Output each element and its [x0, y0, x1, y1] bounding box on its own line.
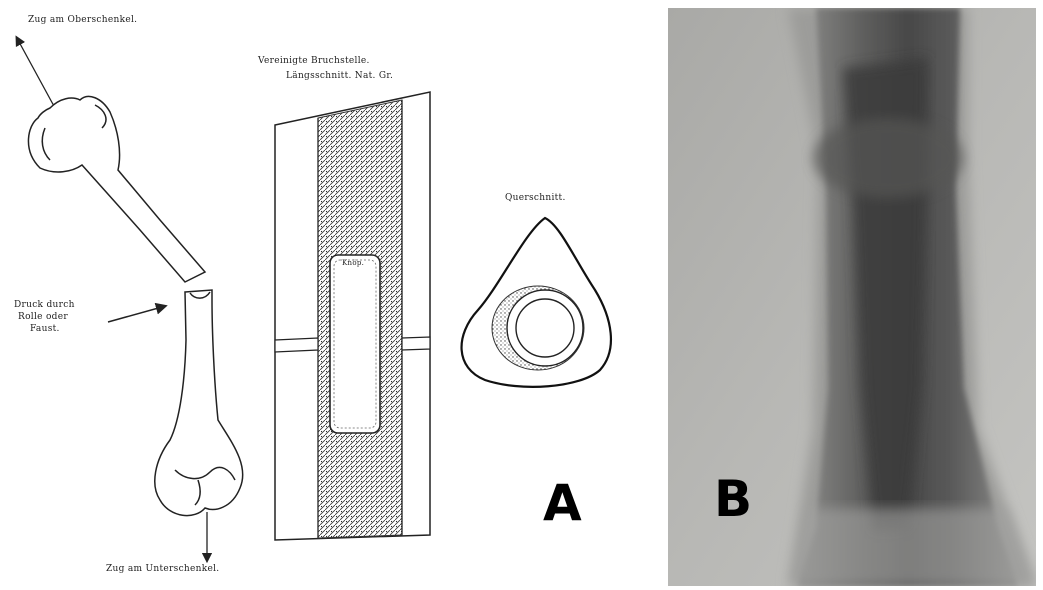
panel-letter-b: B — [714, 474, 752, 524]
panel-letter-a: A — [543, 478, 582, 528]
panel-a-illustration: Zug am Oberschenkel. Druck durch Rolle o… — [0, 0, 660, 590]
caption-united-fracture: Vereinigte Bruchstelle. — [258, 56, 370, 66]
upper-traction-arrow — [18, 40, 55, 108]
caption-upper-traction: Zug am Oberschenkel. — [28, 15, 137, 25]
caption-pressure-line2: Rolle oder — [18, 312, 68, 322]
caption-longitudinal: Längsschnitt. Nat. Gr. — [286, 71, 393, 81]
caption-lower-traction: Zug am Unterschenkel. — [106, 564, 219, 574]
caption-pressure-line1: Druck durch — [14, 300, 75, 310]
pressure-arrow — [108, 307, 162, 322]
panel-b-radiograph: B — [668, 8, 1036, 586]
bone-graft — [330, 255, 380, 433]
lower-femur-fragment — [155, 290, 243, 516]
caption-graft: Knöp. — [342, 259, 364, 267]
caption-pressure-line3: Faust. — [30, 324, 60, 334]
caption-cross-section: Querschnitt. — [505, 193, 566, 203]
longitudinal-section — [275, 92, 430, 540]
upper-femur-fragment — [28, 96, 205, 282]
cross-section-drawing — [462, 218, 611, 387]
